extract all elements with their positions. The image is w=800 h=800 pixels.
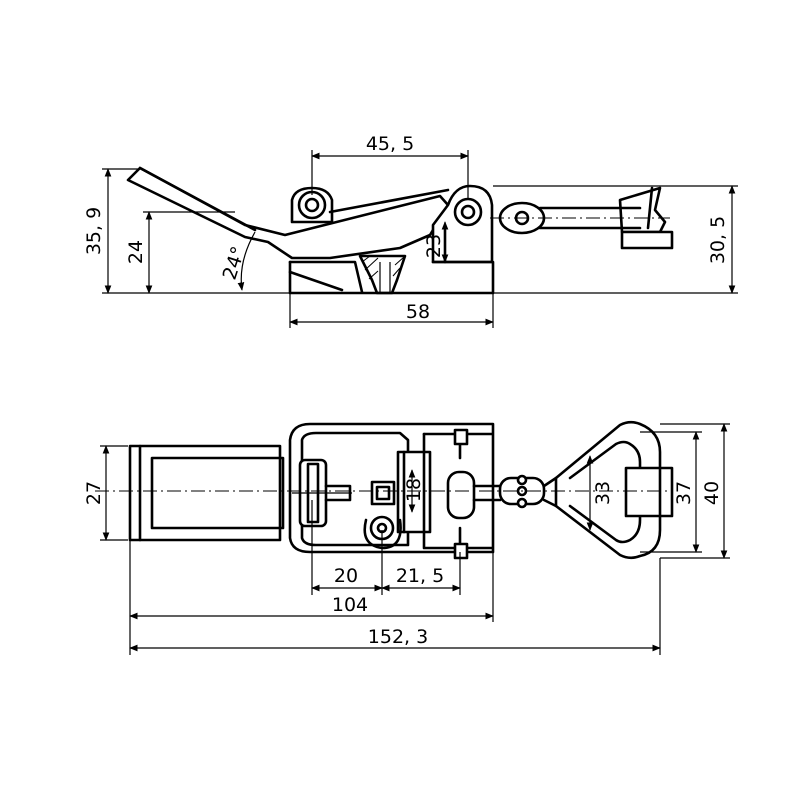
dim-label-angle: 24° [219, 244, 250, 283]
dim-label-35-9: 35, 9 [83, 207, 105, 255]
handle-body [128, 444, 282, 542]
dim-label-20: 20 [334, 565, 358, 587]
center-block [363, 450, 432, 550]
dim-angle-24: 24° [219, 231, 256, 291]
dim-23: 23 [423, 221, 449, 263]
dim-152-3: 152, 3 [129, 558, 661, 655]
dim-label-45-5: 45, 5 [366, 133, 414, 155]
right-roller [446, 428, 502, 560]
handle-lever [126, 166, 450, 260]
dim-label-37: 37 [673, 481, 695, 505]
dim-label-21-5: 21, 5 [396, 565, 444, 587]
left-roller [292, 458, 352, 528]
dim-45-5: 45, 5 [311, 133, 469, 198]
dim-label-40: 40 [701, 481, 723, 505]
dim-label-152-3: 152, 3 [368, 626, 428, 648]
dim-40: 40 [660, 423, 730, 559]
dim-label-23: 23 [423, 234, 445, 258]
dim-label-33: 33 [592, 481, 614, 505]
dim-37: 37 [640, 431, 702, 553]
left-pivot-outer [297, 190, 327, 220]
side-view: 45, 5 35, 9 24 24° 23 58 [83, 133, 738, 328]
dim-58: 58 [289, 293, 494, 328]
dim-24: 24 [125, 211, 235, 294]
right-pivot-outer [453, 197, 483, 227]
left-pivot-inner [304, 197, 320, 213]
dim-104: 104 [129, 540, 494, 655]
dim-30-5: 30, 5 [493, 185, 738, 294]
dim-18: 18 [403, 469, 425, 513]
dim-label-104: 104 [332, 594, 368, 616]
base-plate [288, 260, 495, 295]
dim-33: 33 [586, 455, 614, 531]
screw-hole [358, 254, 407, 295]
dim-20-21-5: 20 21, 5 [311, 500, 461, 595]
housing-outer [288, 422, 495, 554]
triangular-loop [554, 420, 674, 560]
dim-35-9: 35, 9 [83, 168, 290, 294]
dim-label-27: 27 [83, 481, 105, 505]
plan-view: 27 18 33 37 40 20 21, 5 [83, 420, 730, 655]
right-pivot-inner [460, 204, 476, 220]
dim-label-30-5: 30, 5 [707, 216, 729, 264]
dim-label-58: 58 [406, 301, 430, 323]
dim-27: 27 [83, 445, 128, 541]
dim-label-24: 24 [125, 240, 147, 264]
dim-label-18: 18 [403, 478, 425, 502]
